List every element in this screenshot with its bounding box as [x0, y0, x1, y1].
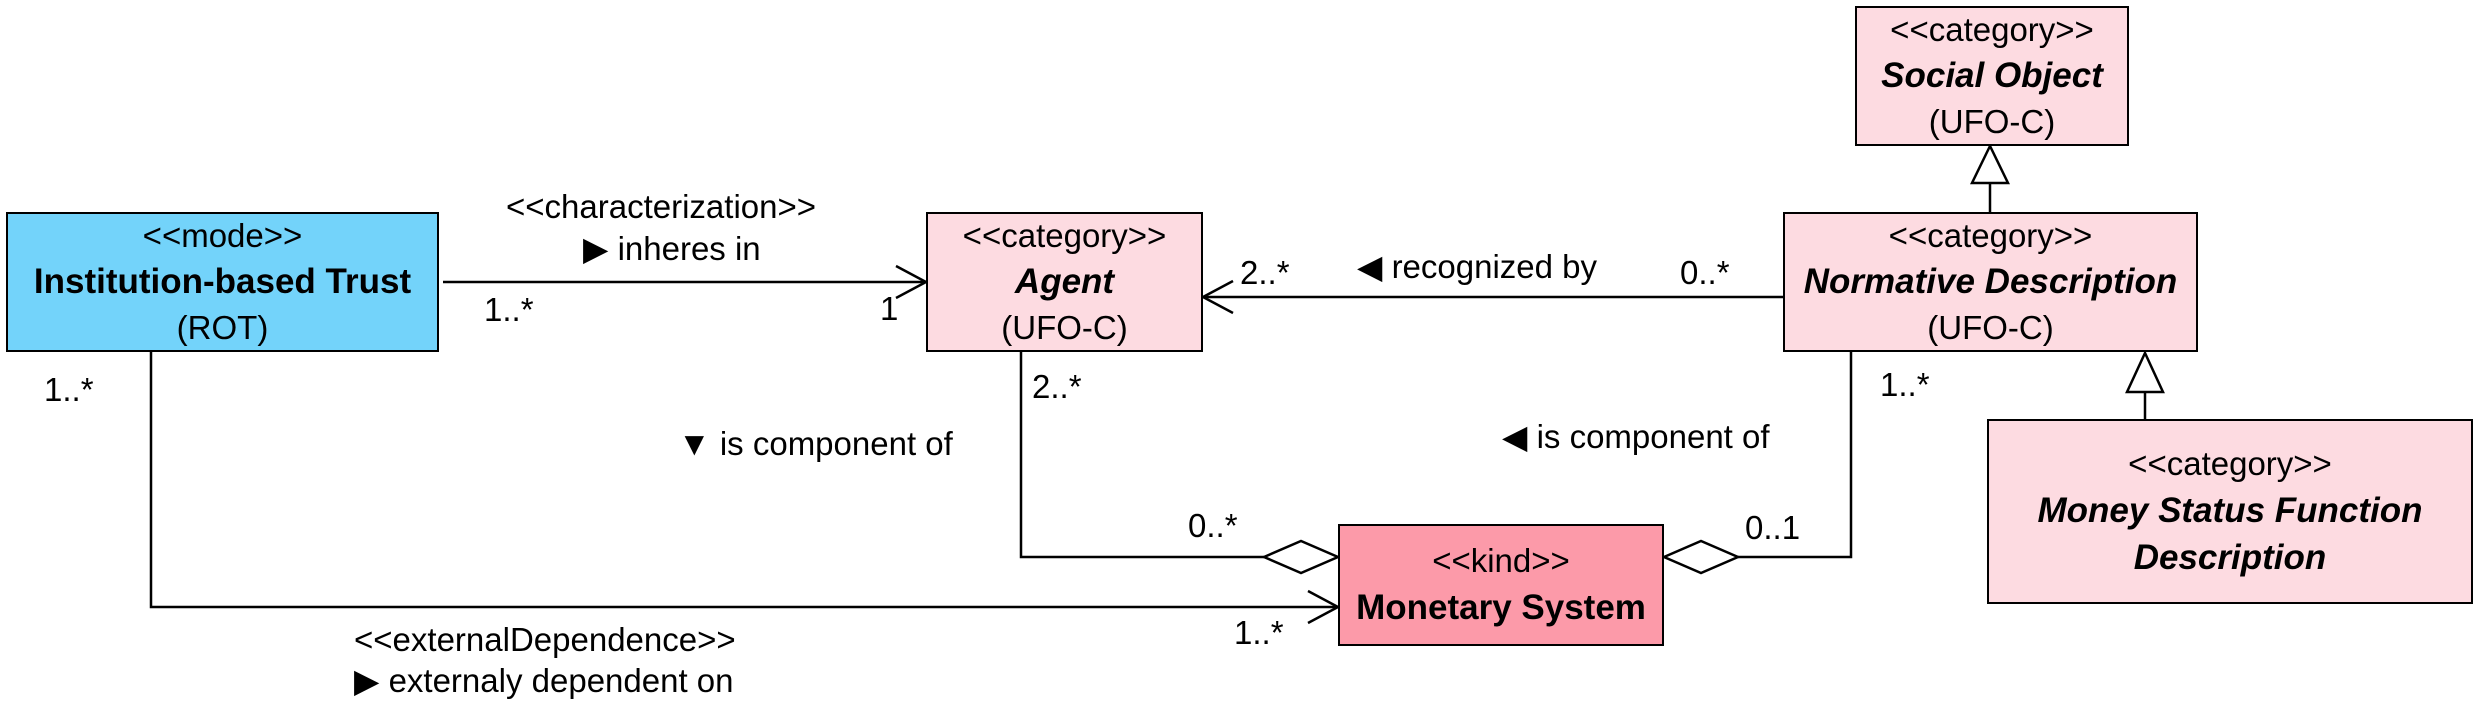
normative-component-whole-multiplicity: 0..1 [1745, 509, 1801, 546]
characterization-target-multiplicity: 1 [880, 290, 899, 327]
triangle-down-icon: ▼ [678, 425, 711, 462]
recognized-by-arrowhead [1200, 279, 1234, 315]
external-dependence-target-multiplicity: 1..* [1234, 614, 1284, 651]
stereotype-label: <<kind>> [1432, 542, 1570, 580]
class-name-line-1: Money Status Function [2037, 490, 2423, 530]
class-institution-based-trust[interactable]: <<mode>> Institution-based Trust (ROT) [6, 212, 439, 352]
triangle-left-icon: ◀ [1357, 248, 1383, 285]
external-dependence-stereotype: <<externalDependence>> [354, 621, 736, 658]
class-name: Social Object [1881, 56, 2103, 96]
recognized-by-target-multiplicity: 2..* [1240, 254, 1290, 291]
stereotype-label: <<category>> [1890, 10, 2094, 48]
triangle-right-icon: ▶ [354, 662, 380, 699]
external-dependence-name: externaly dependent on [388, 662, 734, 699]
agent-component-line [1019, 352, 1264, 559]
characterization-source-multiplicity: 1..* [484, 291, 534, 328]
characterization-stereotype: <<characterization>> [506, 188, 817, 225]
agent-component-name: is component of [719, 425, 953, 462]
namespace-label: (UFO-C) [1927, 308, 2054, 346]
external-dependence-line [149, 352, 1338, 609]
external-dependence-source-multiplicity: 1..* [44, 371, 94, 408]
class-name: Normative Description [1803, 262, 2178, 302]
stereotype-label: <<mode>> [142, 216, 303, 254]
class-name: Monetary System [1356, 587, 1646, 627]
agent-component-name-row: ▼ is component of [678, 427, 953, 460]
class-name: Institution-based Trust [33, 262, 412, 302]
class-name: Agent [1014, 262, 1115, 302]
recognized-by-name: recognized by [1391, 248, 1598, 285]
class-normative-description[interactable]: <<category>> Normative Description (UFO-… [1783, 212, 2198, 352]
class-social-object[interactable]: <<category>> Social Object (UFO-C) [1855, 6, 2129, 146]
class-money-status-function-description[interactable]: <<category>> Money Status Function Descr… [1987, 419, 2473, 604]
namespace-label: (UFO-C) [1001, 308, 1128, 346]
namespace-label: (ROT) [176, 308, 269, 346]
normative-component-name-row: ◀ is component of [1502, 420, 1770, 453]
agent-component-whole-multiplicity: 0..* [1188, 507, 1238, 544]
recognized-by-name-row: ◀ recognized by [1357, 250, 1597, 283]
external-dependence-name-row: ▶ externaly dependent on [354, 664, 734, 697]
aggregation-diamond-normative [1660, 539, 1742, 575]
recognized-by-source-multiplicity: 0..* [1680, 254, 1730, 291]
class-agent[interactable]: <<category>> Agent (UFO-C) [926, 212, 1203, 352]
namespace-label: (UFO-C) [1928, 102, 2056, 140]
characterization-name: inheres in [617, 230, 761, 267]
aggregation-diamond-agent [1260, 539, 1342, 575]
class-name-line-2: Description [2133, 537, 2327, 577]
triangle-right-icon: ▶ [583, 230, 609, 267]
normative-component-line [1738, 352, 1853, 559]
stereotype-label: <<category>> [2128, 444, 2332, 482]
generalization-triangle-normative [2125, 350, 2165, 394]
stereotype-label: <<category>> [962, 216, 1167, 254]
normative-component-part-multiplicity: 1..* [1880, 366, 1930, 403]
triangle-left-icon: ◀ [1502, 418, 1528, 455]
generalization-triangle-social-object [1970, 143, 2010, 185]
class-monetary-system[interactable]: <<kind>> Monetary System [1338, 524, 1664, 646]
normative-component-name: is component of [1536, 418, 1770, 455]
characterization-name-row: ▶ inheres in [583, 232, 761, 265]
stereotype-label: <<category>> [1888, 216, 2093, 254]
agent-component-part-multiplicity: 2..* [1032, 368, 1082, 405]
